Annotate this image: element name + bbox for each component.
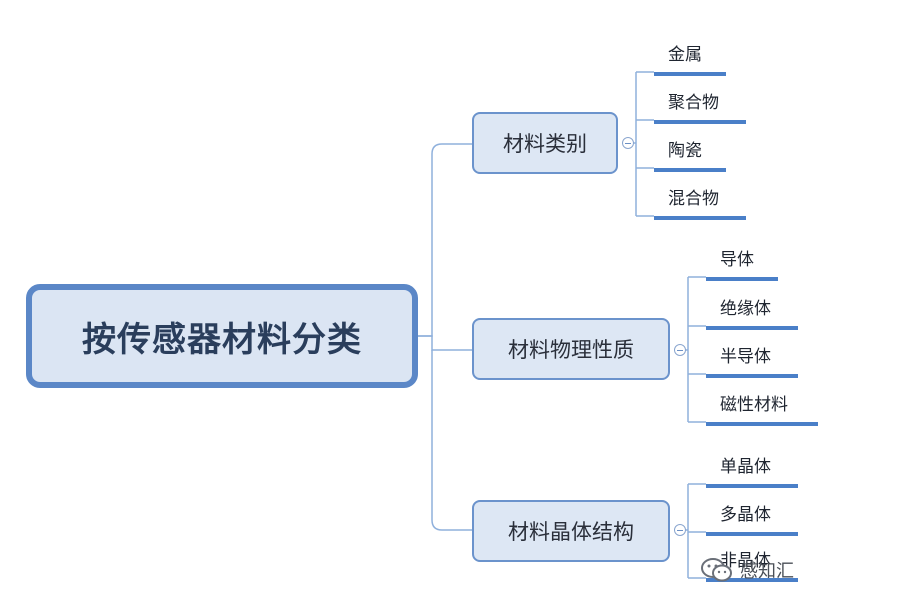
connector-branch-2-leaves (687, 276, 706, 423)
collapse-toggle-icon[interactable] (622, 137, 634, 149)
connector-branch-1-leaves (635, 71, 654, 217)
branch-node-physical-property[interactable]: 材料物理性质 (472, 318, 670, 380)
branch-node-label: 材料物理性质 (508, 338, 634, 362)
connector-root-branch-3 (431, 350, 472, 531)
leaf-node[interactable]: 陶瓷 (654, 134, 726, 172)
collapse-toggle-icon[interactable] (674, 524, 686, 536)
leaf-node-label: 绝缘体 (720, 299, 771, 319)
leaf-node-label: 混合物 (668, 189, 719, 209)
leaf-node[interactable]: 绝缘体 (706, 292, 798, 330)
leaf-node[interactable]: 导体 (706, 243, 778, 281)
connector-root-branch-2 (418, 335, 472, 351)
leaf-node[interactable]: 非晶体 (706, 544, 798, 582)
root-node[interactable]: 按传感器材料分类 (26, 284, 418, 388)
leaf-node-label: 金属 (668, 45, 702, 65)
wechat-icon (701, 558, 732, 582)
collapse-toggle-icon[interactable] (674, 344, 686, 356)
leaf-node[interactable]: 半导体 (706, 340, 798, 378)
watermark: 感知汇 (700, 552, 840, 588)
connector-branch-3-leaves (687, 483, 706, 579)
leaf-node-label: 导体 (720, 250, 754, 270)
leaf-node[interactable]: 磁性材料 (706, 388, 818, 426)
leaf-node[interactable]: 金属 (654, 38, 726, 76)
leaf-node-label: 半导体 (720, 347, 771, 367)
root-node-label: 按传感器材料分类 (82, 319, 362, 360)
leaf-node-label: 磁性材料 (720, 395, 788, 415)
leaf-node[interactable]: 聚合物 (654, 86, 746, 124)
branch-node-label: 材料晶体结构 (508, 520, 634, 544)
branch-node-label: 材料类别 (503, 132, 587, 156)
leaf-node-label: 陶瓷 (668, 141, 702, 161)
leaf-node[interactable]: 混合物 (654, 182, 746, 220)
branch-node-crystal-structure[interactable]: 材料晶体结构 (472, 500, 670, 562)
leaf-node-label: 聚合物 (668, 93, 719, 113)
leaf-node-label: 非晶体 (720, 551, 771, 571)
leaf-node[interactable]: 多晶体 (706, 498, 798, 536)
watermark-text: 感知汇 (740, 561, 794, 582)
connector-root-branch-1 (418, 143, 472, 337)
leaf-node[interactable]: 单晶体 (706, 450, 798, 488)
branch-node-material-category[interactable]: 材料类别 (472, 112, 618, 174)
leaf-node-label: 多晶体 (720, 505, 771, 525)
leaf-node-label: 单晶体 (720, 457, 771, 477)
